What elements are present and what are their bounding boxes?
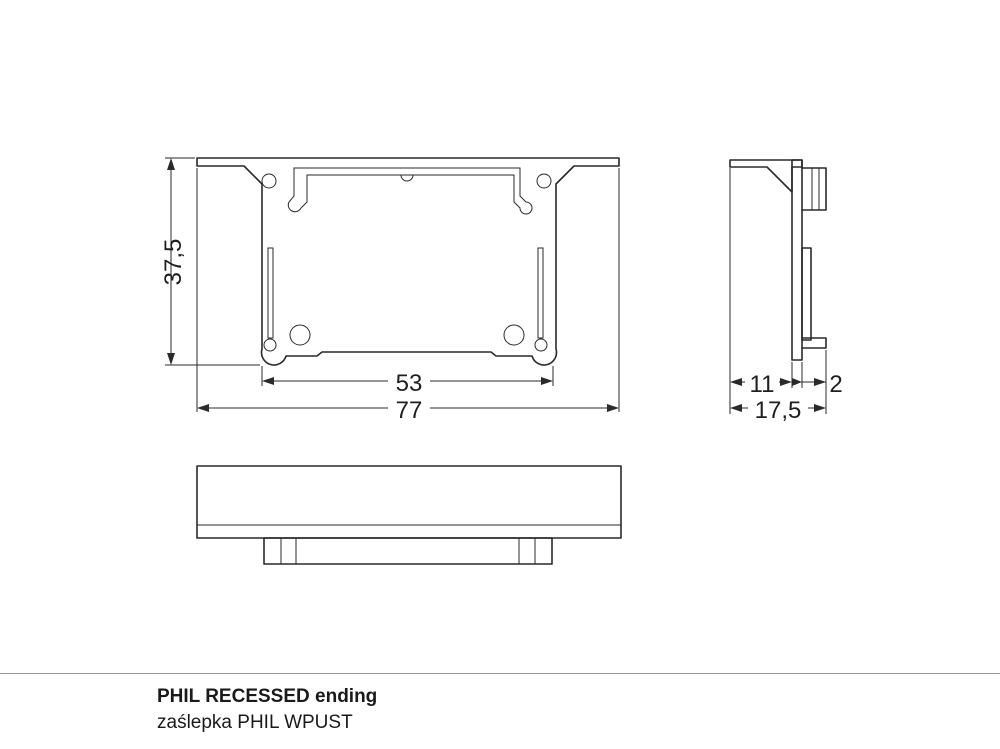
top-view-clip: [263, 537, 553, 565]
front-view: [196, 157, 620, 366]
side-view-plate: [791, 159, 803, 361]
hole-top-left: [261, 173, 277, 189]
side-view-clip-bottom: [801, 337, 827, 349]
front-view-outline: [196, 157, 620, 366]
dimension-depth-row1: [729, 168, 827, 414]
dimension-height-label: 37,5: [160, 239, 187, 286]
side-view-clip-body: [801, 247, 812, 341]
dimension-depth-a-label: 11: [750, 371, 775, 398]
hole-small-left: [263, 338, 277, 352]
caption-divider: [0, 673, 1000, 674]
product-title: PHIL RECESSED ending: [157, 686, 378, 707]
dimension-height: [165, 157, 260, 366]
front-view-notch: [400, 174, 414, 182]
hole-top-right: [536, 173, 552, 189]
dimension-depth-b-label: 2: [829, 371, 842, 398]
front-view-channel: [287, 167, 533, 215]
technical-drawing: 37,5 53 77: [160, 157, 843, 565]
hole-small-right: [534, 338, 548, 352]
product-subtitle: zaślepka PHIL WPUST: [157, 712, 353, 733]
caption: PHIL RECESSED ending zaślepka PHIL WPUST: [157, 684, 377, 736]
hole-bottom-left: [289, 324, 311, 346]
slot-right: [537, 247, 544, 339]
side-view: [729, 159, 827, 361]
hole-bottom-right: [503, 324, 525, 346]
dimension-inner-width-label: 53: [396, 370, 423, 397]
dimension-outer-width-label: 77: [396, 397, 423, 424]
slot-left: [267, 247, 274, 339]
top-view-body: [196, 465, 622, 539]
dimension-outer-width: [196, 168, 620, 412]
side-view-clip-top: [801, 167, 827, 211]
top-view: [196, 465, 622, 565]
dimension-depth-total-label: 17,5: [755, 397, 802, 424]
